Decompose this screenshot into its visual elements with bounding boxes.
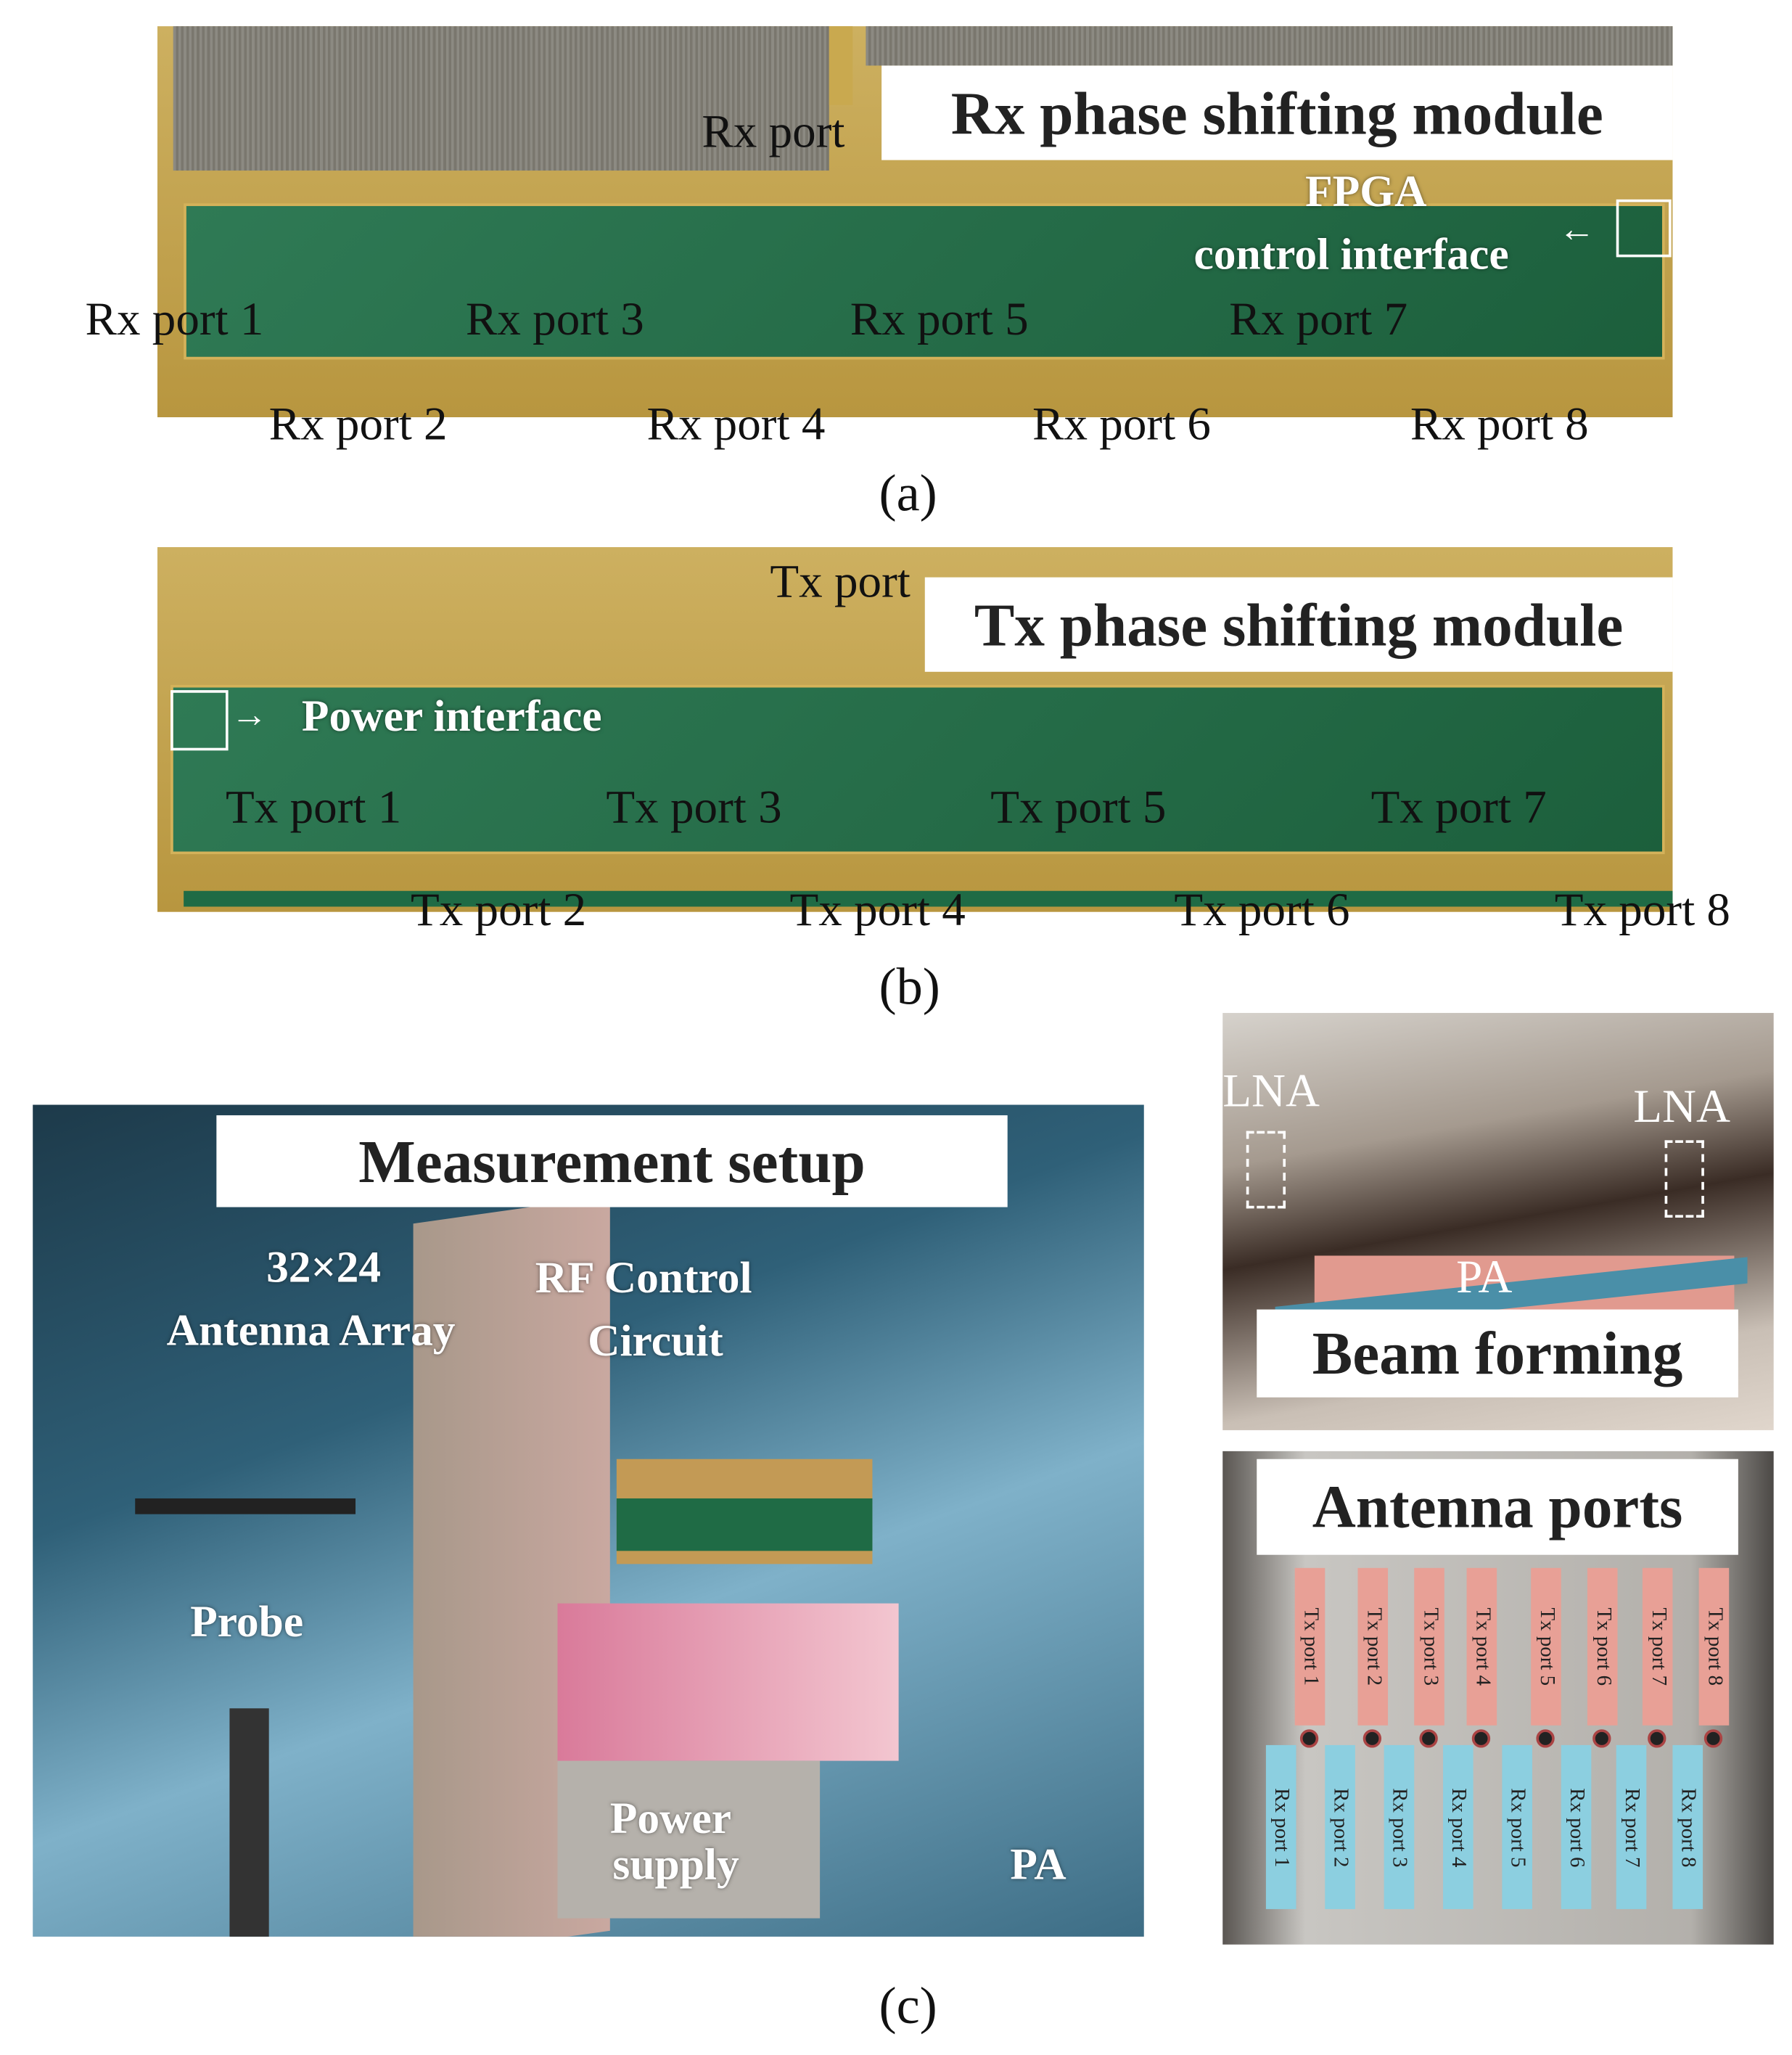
beam-forming-title: Beam forming [1257, 1309, 1738, 1398]
port-connector [1592, 1729, 1611, 1748]
fpga-interface-box [1616, 199, 1672, 258]
tx-module-photo [157, 547, 1673, 912]
rx-port-7-label: Rx port 7 [1229, 292, 1408, 345]
tx-port-strip-label: Tx port 1 [1299, 1607, 1322, 1686]
power-supply-label-2: supply [612, 1840, 739, 1890]
lna-right-label: LNA [1633, 1080, 1731, 1133]
antenna-array-label: Antenna Array [166, 1306, 456, 1355]
fpga-label: FPGA [1305, 168, 1427, 217]
tx-port-strip: Tx port 4 [1466, 1567, 1497, 1726]
rx-common-port-label: Rx port [702, 104, 845, 157]
rf-control-label: RF Control [535, 1254, 752, 1303]
tx-port-1-label: Tx port 1 [226, 780, 402, 834]
port-connector [1419, 1729, 1438, 1748]
probe-label: Probe [190, 1598, 304, 1647]
pa-label: PA [1010, 1840, 1066, 1890]
rx-module-title: Rx phase shifting module [881, 65, 1673, 160]
tx-port-strip-label: Tx port 2 [1362, 1607, 1385, 1686]
rx-port-strip: Rx port 2 [1325, 1744, 1355, 1909]
tx-port-strip-label: Tx port 7 [1647, 1607, 1669, 1686]
tx-port-strip: Tx port 2 [1357, 1567, 1389, 1726]
rx-port-strip-label: Rx port 3 [1388, 1787, 1411, 1867]
tx-port-7-label: Tx port 7 [1370, 780, 1547, 834]
rx-port-6-label: Rx port 6 [1032, 397, 1211, 451]
tx-port-2-label: Tx port 2 [410, 882, 587, 936]
tx-port-strip: Tx port 7 [1642, 1567, 1673, 1726]
port-connector [1363, 1729, 1382, 1748]
caption-b: (b) [879, 956, 940, 1016]
tx-port-strip-label: Tx port 6 [1592, 1607, 1615, 1686]
measurement-setup-photo [33, 1104, 1144, 1937]
rx-port-strip: Rx port 8 [1672, 1744, 1703, 1909]
tx-port-strip: Tx port 5 [1531, 1567, 1561, 1726]
rx-port-strip: Rx port 7 [1616, 1744, 1647, 1909]
rx-port-strip-label: Rx port 8 [1677, 1787, 1700, 1867]
rx-port-5-label: Rx port 5 [850, 292, 1029, 345]
rx-port-1-label: Rx port 1 [85, 292, 264, 345]
rx-port-strip-label: Rx port 1 [1270, 1787, 1293, 1867]
tx-port-strip: Tx port 1 [1294, 1567, 1325, 1726]
tx-port-4-label: Tx port 4 [789, 882, 966, 936]
beam-pa-label: PA [1456, 1250, 1513, 1303]
tx-port-6-label: Tx port 6 [1174, 882, 1350, 936]
rf-circuit-label: Circuit [588, 1317, 723, 1366]
tx-port-strip: Tx port 8 [1698, 1567, 1730, 1726]
rx-port-strip: Rx port 4 [1443, 1744, 1474, 1909]
rx-port-8-label: Rx port 8 [1410, 397, 1589, 451]
tx-port-strip-label: Tx port 5 [1535, 1607, 1558, 1686]
tx-port-strip-label: Tx port 4 [1471, 1607, 1494, 1686]
rx-port-strip: Rx port 6 [1561, 1744, 1592, 1909]
rx-port-strip: Rx port 1 [1265, 1744, 1296, 1909]
rx-port-strip: Rx port 5 [1502, 1744, 1532, 1909]
rx-port-4-label: Rx port 4 [646, 397, 826, 451]
rx-port-3-label: Rx port 3 [465, 292, 644, 345]
power-interface-box [170, 690, 229, 751]
rx-port-strip-label: Rx port 6 [1566, 1787, 1588, 1867]
rx-port-strip: Rx port 3 [1384, 1744, 1415, 1909]
antenna-ports-title: Antenna ports [1257, 1459, 1738, 1555]
tx-module-title: Tx phase shifting module [924, 577, 1673, 672]
port-connector [1648, 1729, 1666, 1748]
tx-port-5-label: Tx port 5 [990, 780, 1167, 834]
tx-port-3-label: Tx port 3 [606, 780, 782, 834]
antenna-array-size-label: 32×24 [266, 1244, 382, 1293]
port-connector [1536, 1729, 1555, 1748]
rx-port-strip-label: Rx port 4 [1447, 1787, 1471, 1867]
power-supply-label-1: Power [609, 1794, 732, 1844]
tx-port-strip: Tx port 6 [1587, 1567, 1618, 1726]
lna-left-label: LNA [1222, 1064, 1320, 1117]
tx-port-strip-label: Tx port 8 [1703, 1607, 1726, 1686]
rx-port-strip-label: Rx port 5 [1506, 1787, 1529, 1867]
port-connector [1299, 1729, 1319, 1748]
port-connector [1471, 1729, 1491, 1748]
tx-port-strip: Tx port 3 [1414, 1567, 1444, 1726]
fpga-control-interface-label: control interface [1193, 231, 1509, 280]
power-interface-label: Power interface [301, 692, 602, 742]
rx-port-strip-label: Rx port 7 [1621, 1787, 1643, 1867]
tx-common-port-label: Tx port [770, 554, 911, 608]
caption-c: (c) [879, 1976, 937, 2035]
measurement-setup-title: Measurement setup [216, 1115, 1008, 1207]
rx-port-strip-label: Rx port 2 [1329, 1787, 1352, 1867]
arrow-left-icon: ← [1558, 210, 1595, 251]
tx-port-strip-label: Tx port 3 [1418, 1607, 1442, 1686]
port-connector [1703, 1729, 1723, 1748]
tx-port-8-label: Tx port 8 [1554, 882, 1730, 936]
caption-a: (a) [879, 463, 937, 522]
rx-port-2-label: Rx port 2 [268, 397, 448, 451]
arrow-right-icon: → [231, 695, 268, 737]
